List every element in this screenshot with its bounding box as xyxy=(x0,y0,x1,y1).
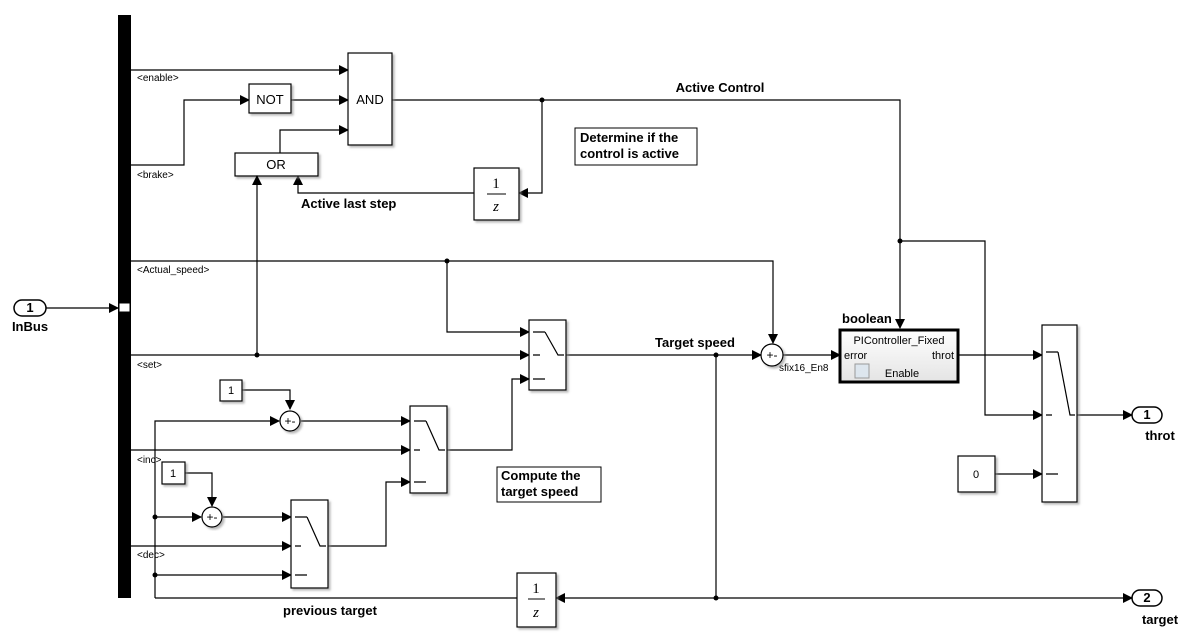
svg-text:+-: +- xyxy=(284,414,295,428)
sum-block-inc[interactable]: +- xyxy=(279,410,301,432)
wire-or-and xyxy=(279,125,349,153)
switch-block-1[interactable] xyxy=(528,319,567,391)
wire-const1b-sum xyxy=(185,472,217,507)
unit-delay-target[interactable]: 1 z xyxy=(516,572,557,628)
pi-controller-block[interactable]: PIController_Fixed error throt Enable xyxy=(838,328,960,384)
annotation-determine: Determine if the control is active xyxy=(574,127,698,166)
svg-text:NOT: NOT xyxy=(256,92,284,107)
pi-enable-port-label: Enable xyxy=(885,368,919,380)
outport-throt[interactable]: 1 xyxy=(1131,406,1163,424)
svg-text:z: z xyxy=(492,199,499,215)
inport-label: InBus xyxy=(12,319,48,334)
svg-text:control is active: control is active xyxy=(580,146,679,161)
bus-input-icon xyxy=(118,302,131,313)
svg-text:0: 0 xyxy=(973,469,979,481)
outport-target[interactable]: 2 xyxy=(1131,589,1163,607)
switch-block-4[interactable] xyxy=(290,499,329,589)
svg-text:1: 1 xyxy=(26,300,33,315)
svg-text:+-: +- xyxy=(766,348,777,362)
sum-block-error[interactable]: +- xyxy=(760,343,784,367)
constant-one-inc[interactable]: 1 xyxy=(219,379,243,402)
model-reference-icon xyxy=(854,363,870,379)
svg-text:Determine if the: Determine if the xyxy=(580,130,678,145)
signal-label-brake: <brake> xyxy=(137,170,174,181)
unit-delay-active[interactable]: 1 z xyxy=(473,167,520,221)
wire-switch4-out xyxy=(328,477,411,547)
wire-switch2-out xyxy=(447,374,530,451)
signal-label-set: <set> xyxy=(137,360,162,371)
inport-inbus[interactable]: 1 xyxy=(13,299,47,317)
wire-active-last-step xyxy=(293,175,474,194)
signal-label-previous-target: previous target xyxy=(283,603,378,618)
svg-text:error: error xyxy=(844,350,868,362)
svg-text:Compute the: Compute the xyxy=(501,468,580,483)
not-block[interactable]: NOT xyxy=(248,83,292,114)
signal-label-actual-speed: <Actual_speed> xyxy=(137,265,209,276)
svg-text:1: 1 xyxy=(1143,407,1150,422)
constant-zero[interactable]: 0 xyxy=(957,455,996,493)
constant-one-dec[interactable]: 1 xyxy=(161,461,186,485)
signal-label-enable: <enable> xyxy=(137,73,179,84)
switch-icon xyxy=(533,331,564,380)
svg-text:2: 2 xyxy=(1143,590,1150,605)
wire-actual-speed xyxy=(131,260,778,344)
signal-label-target-speed: Target speed xyxy=(655,335,735,350)
switch-block-output[interactable] xyxy=(1041,324,1078,503)
datatype-label-error: sfix16_En8 xyxy=(779,363,829,374)
switch-icon xyxy=(1046,351,1075,475)
signal-label-dec: <dec> xyxy=(137,550,165,561)
svg-text:1: 1 xyxy=(228,385,234,397)
svg-text:1: 1 xyxy=(492,176,500,192)
wire-previous-target xyxy=(154,416,280,598)
sum-block-dec[interactable]: +- xyxy=(201,506,223,528)
svg-text:+-: +- xyxy=(206,510,217,524)
switch-block-2[interactable] xyxy=(409,405,448,494)
signal-label-active-last-step: Active last step xyxy=(301,196,396,211)
wire-const1-sum xyxy=(242,389,295,410)
wire-active-control xyxy=(392,99,905,329)
svg-text:OR: OR xyxy=(266,157,286,172)
switch-icon xyxy=(414,420,445,483)
outport-label-target: target xyxy=(1142,612,1179,627)
svg-text:1: 1 xyxy=(532,581,540,597)
svg-text:target speed: target speed xyxy=(501,484,578,499)
svg-text:AND: AND xyxy=(356,92,383,107)
svg-text:throt: throt xyxy=(932,350,954,362)
switch-icon xyxy=(295,516,326,576)
datatype-label-enable: boolean xyxy=(842,311,892,326)
wire-actual-to-switch xyxy=(446,261,530,337)
signal-label-active-control: Active Control xyxy=(676,80,765,95)
annotation-compute: Compute the target speed xyxy=(496,466,602,503)
wire-brake xyxy=(131,95,250,166)
svg-text:z: z xyxy=(532,605,539,621)
signal-label-inc: <inc> xyxy=(137,455,162,466)
svg-text:1: 1 xyxy=(170,468,176,480)
wire-active-to-switch xyxy=(900,240,1043,420)
outport-label-throt: throt xyxy=(1145,428,1175,443)
or-block[interactable]: OR xyxy=(234,152,319,177)
wire-to-delay xyxy=(518,100,543,198)
and-block[interactable]: AND xyxy=(347,52,393,146)
svg-text:PIController_Fixed: PIController_Fixed xyxy=(853,335,944,347)
